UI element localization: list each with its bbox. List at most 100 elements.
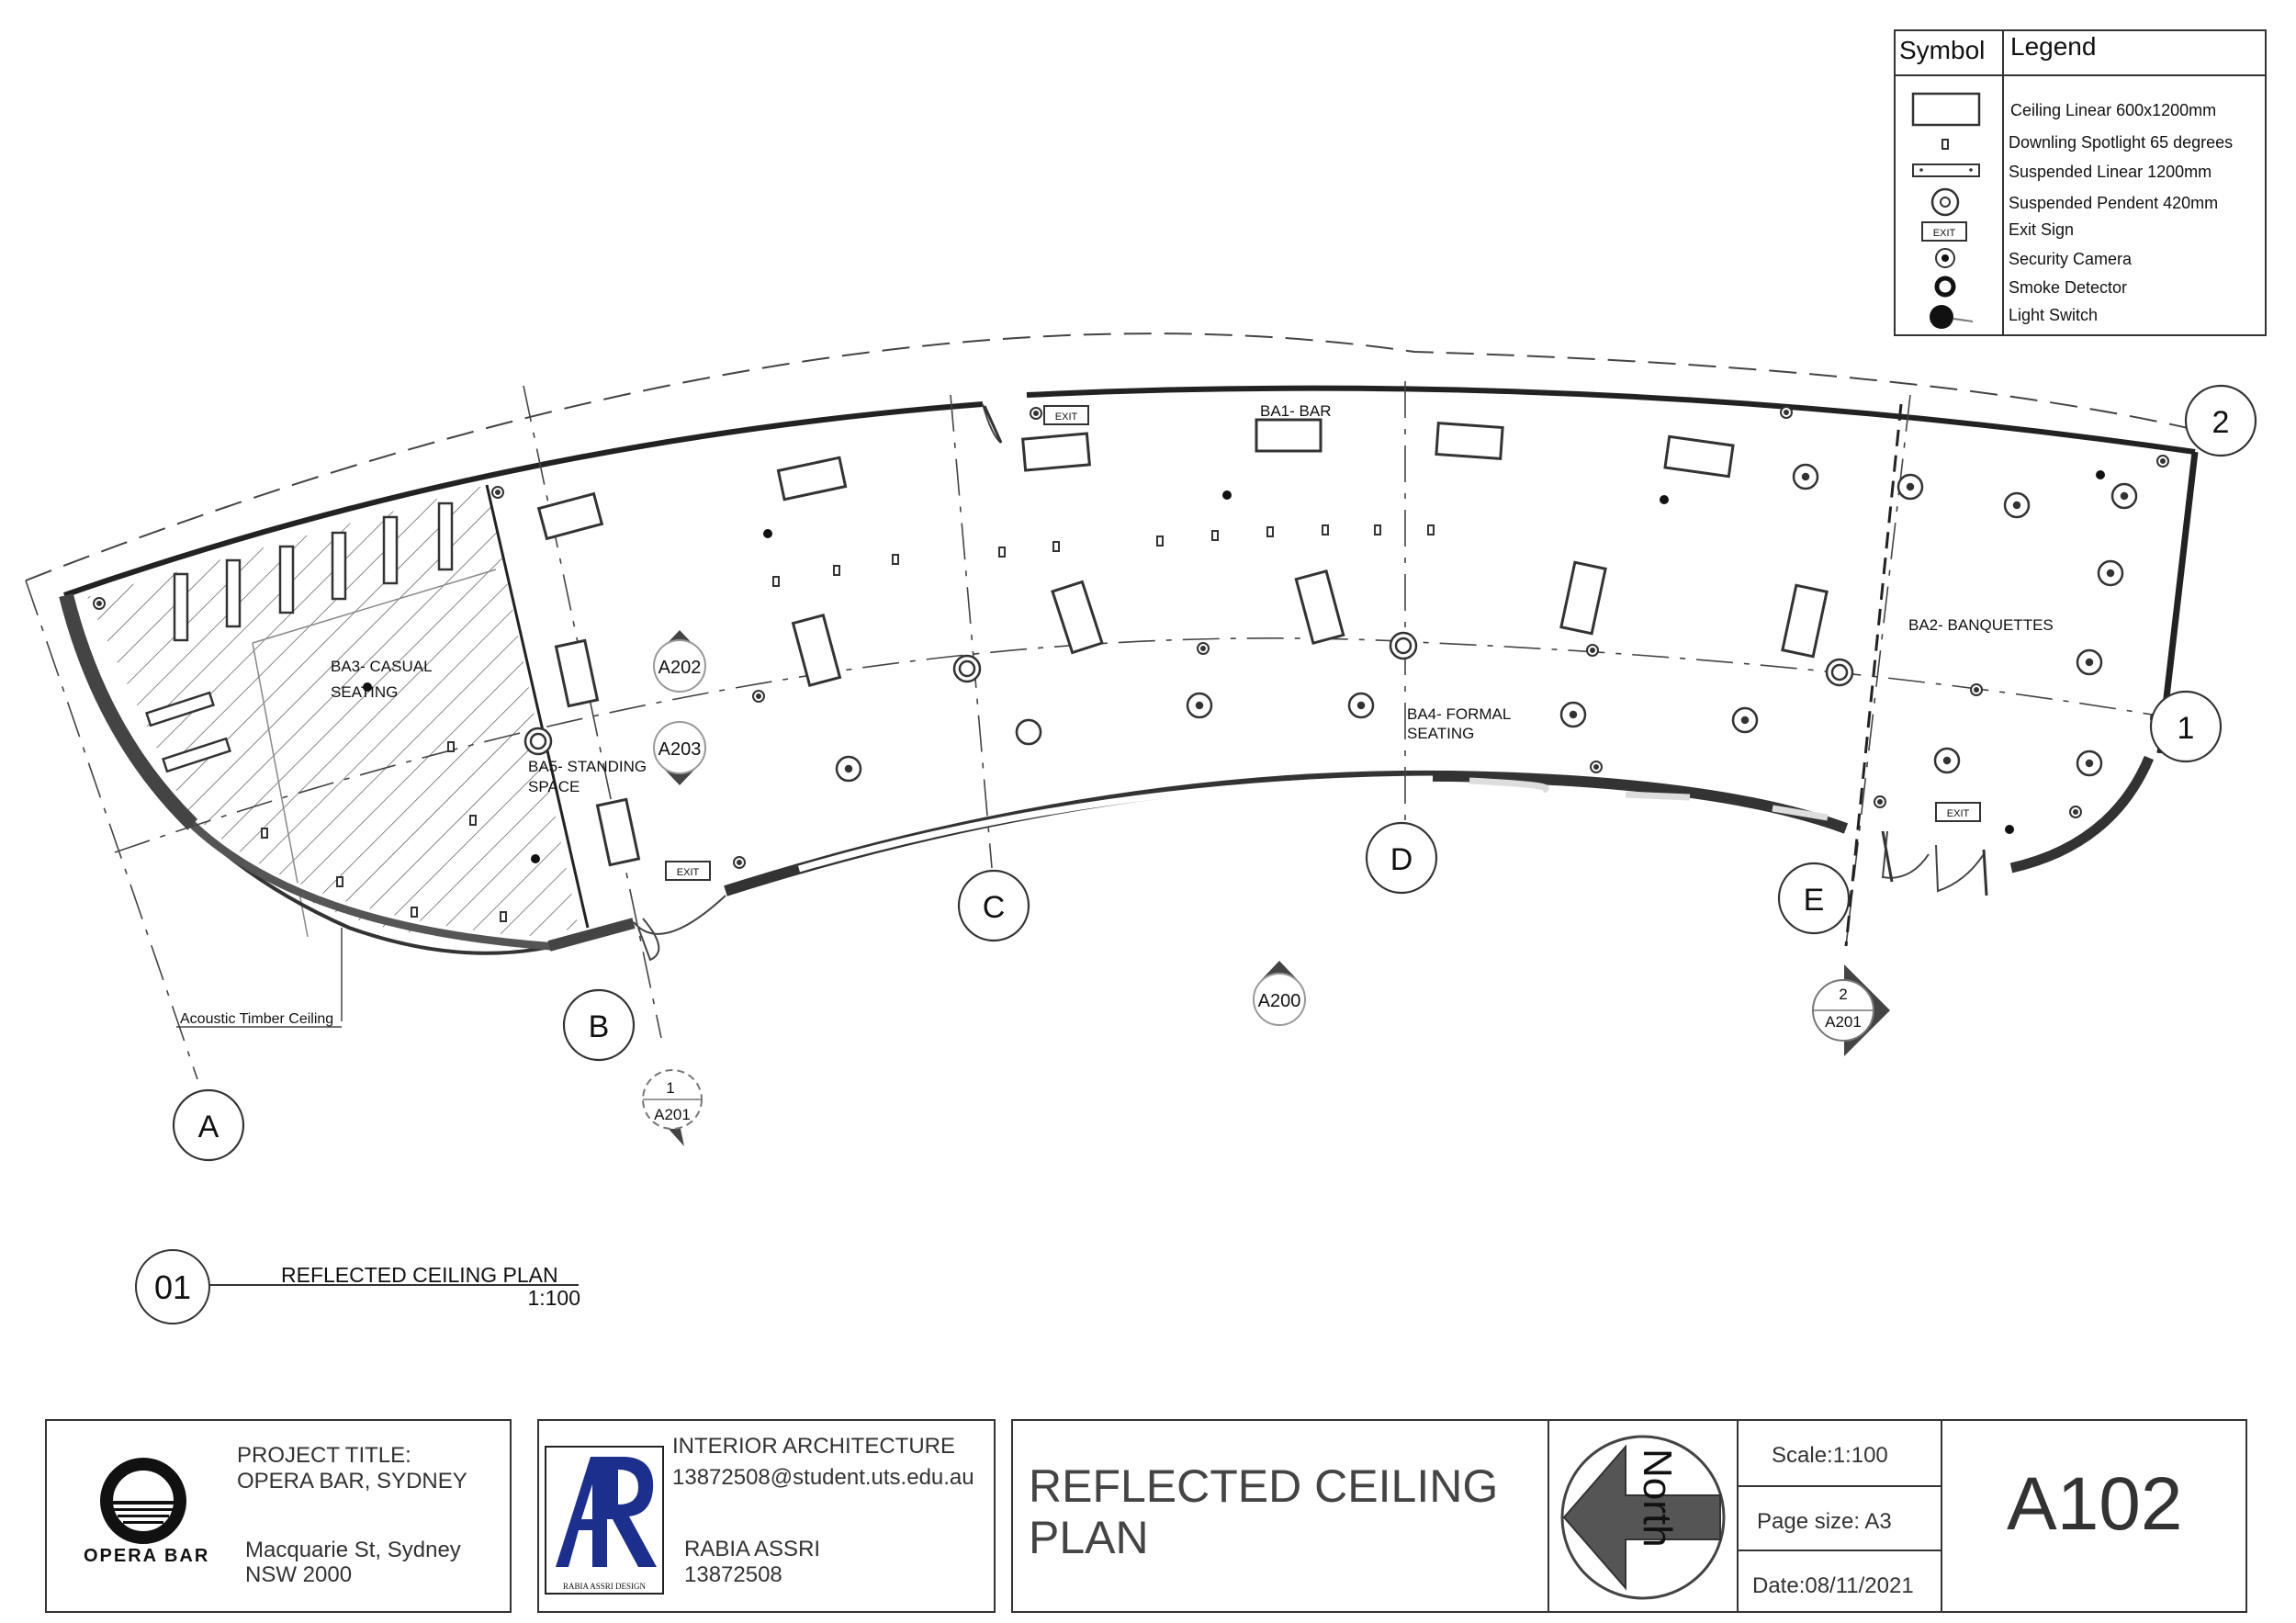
security-camera-icon <box>1935 248 1955 268</box>
exit-sign-text: EXIT <box>677 867 700 878</box>
elevation-marker-1: 1 A201 <box>642 1069 703 1146</box>
south-wall-glazing-2 <box>1469 777 1829 821</box>
grid-bubble-label: B <box>589 1009 610 1044</box>
smoke-detectors <box>363 470 2105 863</box>
section-marker-a203: A203 <box>653 721 706 785</box>
legend-item-label: Exit Sign <box>2009 220 2074 239</box>
exit-sign-text: EXIT <box>1055 411 1078 423</box>
north-label: North <box>1635 1448 1680 1548</box>
sheet-date: Date:08/11/2021 <box>1752 1573 1914 1598</box>
elevation-marker-2: 2 A201 <box>1812 964 1890 1056</box>
designer-logo: RABIA ASSRI DESIGN <box>545 1446 664 1595</box>
department-label: INTERIOR ARCHITECTURE <box>672 1434 956 1459</box>
sheet-title-line-2: PLAN <box>1029 1512 1149 1563</box>
legend-item-label: Downling Spotlight 65 degrees <box>2009 133 2233 152</box>
svg-text:A202: A202 <box>658 658 702 678</box>
suspended-pendents <box>523 463 2138 783</box>
suspended-linear-fixtures <box>145 502 454 773</box>
legend-item-label: Smoke Detector <box>2009 278 2127 297</box>
sheet-title-line-1: REFLECTED CEILING <box>1029 1460 1499 1512</box>
designer-id: 13872508 <box>684 1562 782 1587</box>
ceiling-linear-icon <box>1911 92 1981 127</box>
room-label-banquettes: BA2- BANQUETTES <box>1908 616 2054 634</box>
light-switch-icon <box>1930 305 1974 329</box>
downlight-spotlights <box>261 524 1435 922</box>
smoke-detector-icon <box>1934 276 1956 298</box>
suspended-pendent-icon <box>1930 187 1960 217</box>
legend-header: Legend <box>2010 32 2096 61</box>
south-wall-b-stub <box>547 918 636 952</box>
drawing-title-text: REFLECTED CEILING PLAN <box>281 1263 558 1287</box>
title-block-sheet: REFLECTED CEILING PLAN North Scale:1:100… <box>1011 1419 2247 1613</box>
room-label-casual-1: BA3- CASUAL <box>331 658 433 675</box>
room-label-casual-2: SEATING <box>331 683 398 701</box>
opera-bar-logo: OPERA BAR <box>84 1452 208 1572</box>
project-address-2: NSW 2000 <box>245 1562 353 1587</box>
room-label-standing-2: SPACE <box>528 778 580 795</box>
building-outline-north-wall <box>63 401 984 598</box>
legend-item-label: Light Switch <box>2009 306 2098 324</box>
south-wall-glazing <box>798 775 1434 873</box>
title-block-designer: RABIA ASSRI DESIGN INTERIOR ARCHITECTURE… <box>537 1419 996 1613</box>
drawing-title: 01 REFLECTED CEILING PLAN 1:100 <box>135 1249 580 1324</box>
rabia-assri-logo-icon <box>556 1457 657 1567</box>
sheet-number: A102 <box>2007 1462 2183 1546</box>
building-outline-north-wall-2 <box>1026 385 2196 455</box>
title-block-project: OPERA BAR PROJECT TITLE: OPERA BAR, SYDN… <box>45 1419 512 1613</box>
svg-text:2: 2 <box>1839 986 1847 1003</box>
door-swings <box>633 403 1985 962</box>
svg-text:1: 1 <box>666 1079 674 1097</box>
legend-table: Symbol Legend EXIT Ceiling Linear 600x12… <box>1894 29 2267 336</box>
room-label-bar: BA1- BAR <box>1260 402 1331 420</box>
svg-text:A200: A200 <box>1258 991 1301 1011</box>
north-arrow-icon: North <box>1560 1435 1726 1600</box>
grid-bubble-label: 2 <box>2212 405 2230 440</box>
legend-item-label: Suspended Linear 1200mm <box>2009 163 2212 181</box>
opera-bar-logo-text: OPERA BAR <box>84 1546 210 1566</box>
ceiling-linear-fixtures <box>536 418 1829 867</box>
door-leaf <box>1982 849 1988 896</box>
designer-logo-text: RABIA ASSRI DESIGN <box>562 1582 647 1591</box>
legend-symbol-header: Symbol <box>1899 36 1985 64</box>
legend-item-label: Ceiling Linear 600x1200mm <box>2010 101 2216 119</box>
project-title-label: PROJECT TITLE: <box>237 1443 411 1468</box>
grid-bubble-label: 1 <box>2178 711 2195 746</box>
suspended-linear-icon <box>1912 163 1980 177</box>
svg-text:EXIT: EXIT <box>1933 228 1956 239</box>
section-marker-a202: A202 <box>653 630 706 693</box>
svg-text:A203: A203 <box>658 739 702 760</box>
partition-b <box>485 484 590 929</box>
designer-name: RABIA ASSRI <box>684 1537 821 1561</box>
exit-sign-text: EXIT <box>1947 808 1970 819</box>
section-marker-a200: A200 <box>1253 961 1306 1026</box>
grid-bubbles <box>172 384 2257 1162</box>
dashed-boundary-line <box>25 332 2205 581</box>
grid-bubble-label: D <box>1390 842 1413 877</box>
exit-sign-icon: EXIT <box>1921 221 1967 242</box>
sheet-page-size: Page size: A3 <box>1757 1509 1892 1534</box>
glazing-curve-west-inner <box>195 818 552 942</box>
sheet-scale: Scale:1:100 <box>1772 1443 1888 1468</box>
room-label-standing-1: BA5- STANDING <box>528 758 647 775</box>
grid-bubble-label: A <box>198 1110 219 1144</box>
project-name: OPERA BAR, SYDNEY <box>237 1469 467 1493</box>
grid-bubble-label: E <box>1804 883 1825 918</box>
svg-text:A201: A201 <box>1825 1013 1862 1031</box>
legend-item-label: Security Camera <box>2009 250 2133 268</box>
room-label-formal-1: BA4- FORMAL <box>1407 705 1511 723</box>
grid-bubble-label: C <box>983 890 1006 925</box>
glazing-curve-west <box>189 821 552 951</box>
door-leaf <box>983 405 1003 444</box>
casual-seating-hatch <box>87 485 579 939</box>
exit-signs: EXIT EXIT EXIT <box>665 405 1981 881</box>
west-thick-wall <box>59 593 198 830</box>
downlight-spotlight-icon <box>1941 139 1949 150</box>
acoustic-timber-label: Acoustic Timber Ceiling <box>180 1011 333 1027</box>
south-wall-curve <box>724 770 1849 896</box>
svg-text:A201: A201 <box>654 1106 691 1123</box>
room-label-formal-2: SEATING <box>1407 725 1474 742</box>
designer-email: 13872508@student.uts.edu.au <box>672 1465 974 1490</box>
building-outline-east-curve <box>2009 755 2155 873</box>
project-address-1: Macquarie St, Sydney <box>245 1538 461 1562</box>
drawing-number: 01 <box>154 1268 191 1306</box>
